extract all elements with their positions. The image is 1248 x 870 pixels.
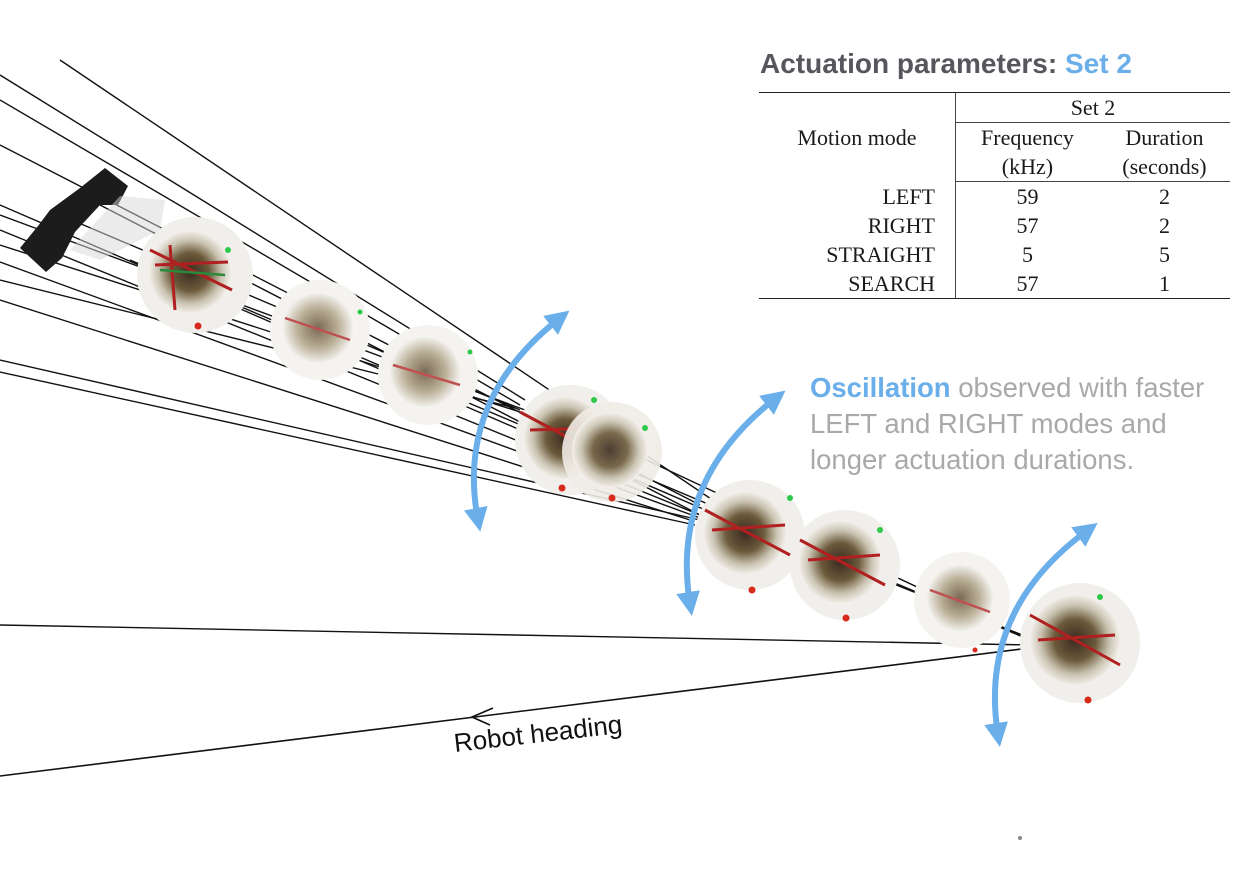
header-frequency-unit: (kHz) — [955, 152, 1099, 182]
table-row: SEARCH 57 1 — [759, 269, 1230, 299]
cell-duration: 2 — [1158, 184, 1170, 209]
robot-snapshot — [270, 280, 370, 380]
note-highlight: Oscillation — [810, 372, 951, 403]
header-duration: Duration — [1125, 125, 1204, 150]
actuation-parameters-table: Motion mode Set 2 Frequency Duration (kH… — [759, 92, 1230, 299]
robot-snapshot — [562, 402, 662, 502]
header-set: Set 2 — [955, 92, 1230, 123]
table-subheader-row: Frequency Duration — [759, 123, 1230, 153]
cell-mode: SEARCH — [759, 269, 956, 299]
oscillation-arrow-1 — [463, 310, 570, 532]
cell-duration: 5 — [1158, 242, 1170, 267]
cell-duration: 2 — [1158, 213, 1170, 238]
table-units-row: (kHz) (seconds) — [759, 152, 1230, 182]
table-title-prefix: Actuation parameters: — [760, 48, 1065, 79]
table-title-highlight: Set 2 — [1064, 48, 1132, 79]
robot-snapshot — [1020, 583, 1140, 704]
table-title: Actuation parameters: Set 2 — [760, 48, 1132, 80]
heading-line — [0, 647, 1031, 777]
robot-snapshot — [790, 510, 900, 622]
robot-snapshot — [378, 325, 478, 425]
robot-snapshots — [137, 217, 1140, 840]
header-frequency: Frequency — [981, 125, 1074, 150]
header-motion-mode: Motion mode — [759, 92, 956, 182]
cell-mode: STRAIGHT — [759, 240, 956, 269]
table-header-row: Motion mode Set 2 — [759, 92, 1230, 182]
header-duration-unit: (seconds) — [1098, 152, 1230, 182]
oscillation-note: Oscillation observed with faster LEFT an… — [810, 370, 1230, 478]
table-row: RIGHT 57 2 — [759, 211, 1230, 240]
robot-snapshot — [914, 552, 1010, 653]
oscillation-arrow-2 — [676, 390, 786, 616]
cell-frequency: 57 — [955, 269, 1099, 299]
cell-frequency: 59 — [1016, 184, 1039, 209]
robot-snapshot — [695, 480, 805, 594]
cell-duration: 1 — [1098, 269, 1230, 299]
cell-mode: RIGHT — [759, 211, 956, 240]
robot-snapshot — [137, 217, 253, 333]
oscillation-arrows — [463, 310, 1098, 747]
cell-frequency: 57 — [1016, 213, 1039, 238]
cell-mode: LEFT — [759, 181, 956, 211]
note-text: observed with faster LEFT and RIGHT mode… — [810, 372, 1205, 475]
table-row: LEFT 59 2 — [759, 181, 1230, 211]
camera-object — [20, 168, 165, 272]
oscillation-arrow-3 — [984, 522, 1098, 747]
cell-frequency: 5 — [1021, 242, 1033, 267]
speck — [1018, 836, 1022, 840]
table-row: STRAIGHT 5 5 — [759, 240, 1230, 269]
